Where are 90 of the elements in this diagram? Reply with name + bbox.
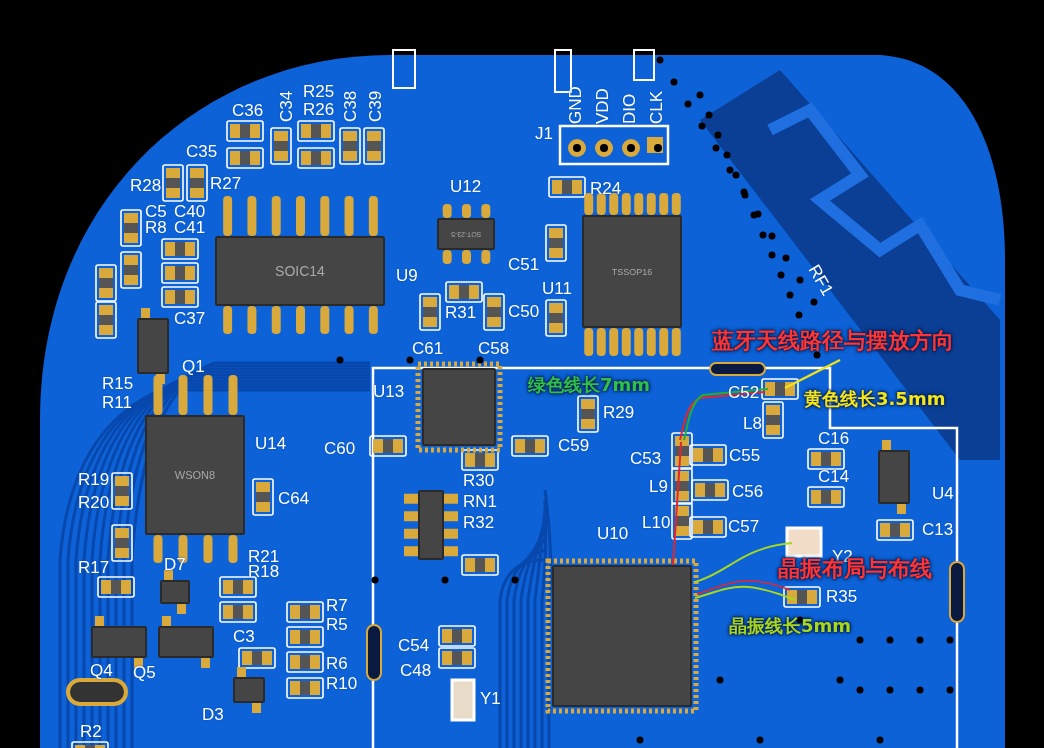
reference-designator: C56: [732, 483, 764, 500]
package-marking: WSON8: [174, 469, 216, 481]
reference-designator: GND: [567, 86, 584, 124]
annotation-text: 蓝牙天线路径与摆放方向: [712, 330, 954, 352]
reference-designator: C60: [324, 440, 356, 457]
reference-designator: DIO: [621, 93, 638, 124]
package-marking: SOIC14: [275, 263, 325, 279]
reference-designator: C35: [186, 143, 218, 160]
reference-designator: C5: [145, 203, 167, 220]
chip-package: [233, 677, 265, 703]
reference-designator: R31: [445, 304, 477, 321]
reference-designator: C13: [922, 521, 954, 538]
reference-designator: VDD: [594, 88, 611, 124]
reference-designator: C64: [278, 490, 310, 507]
reference-designator: Y1: [480, 690, 501, 707]
chip-package: [552, 565, 692, 707]
reference-designator: U12: [450, 178, 482, 195]
reference-designator: C3: [233, 628, 255, 645]
reference-designator: C57: [728, 518, 760, 535]
reference-designator: L8: [743, 415, 762, 432]
reference-designator: R29: [603, 404, 635, 421]
reference-designator: R10: [326, 675, 358, 692]
reference-designator: J1: [535, 125, 553, 142]
reference-designator: Q5: [133, 664, 156, 681]
reference-designator: U4: [932, 485, 954, 502]
chip-package: [158, 626, 214, 658]
reference-designator: L10: [642, 514, 671, 531]
reference-designator: C54: [398, 637, 430, 654]
reference-designator: C50: [508, 303, 540, 320]
chip-package: [418, 490, 444, 560]
chip-package: [422, 368, 496, 446]
reference-designator: C61: [412, 340, 444, 357]
reference-designator: C59: [558, 437, 590, 454]
reference-designator: D3: [202, 706, 224, 723]
package-marking: TSSOP16: [611, 266, 653, 277]
reference-designator: C39: [367, 90, 384, 122]
reference-designator: R18: [248, 563, 280, 580]
reference-designator: CLK: [648, 90, 665, 124]
reference-designator: C34: [278, 90, 295, 122]
reference-designator: R21: [248, 548, 280, 565]
chip-package: [582, 215, 682, 328]
reference-designator: L9: [649, 478, 668, 495]
reference-designator: U14: [255, 435, 287, 452]
annotation-text: 晶振线长5mm: [729, 617, 852, 635]
reference-designator: R25: [303, 83, 335, 100]
reference-designator: R26: [303, 101, 335, 118]
reference-designator: R20: [78, 494, 110, 511]
reference-designator: R24: [590, 180, 622, 197]
reference-designator: R32: [463, 514, 495, 531]
reference-designator: R17: [78, 559, 110, 576]
reference-designator: Q4: [90, 662, 113, 679]
reference-designator: U9: [396, 267, 418, 284]
reference-designator: R5: [326, 616, 348, 633]
reference-designator: R27: [210, 175, 242, 192]
reference-designator: C53: [630, 450, 662, 467]
reference-designator: R11: [102, 394, 132, 411]
reference-designator: R6: [326, 655, 348, 672]
reference-designator: C40: [174, 203, 206, 220]
reference-designator: C58: [478, 340, 510, 357]
reference-designator: C36: [232, 102, 264, 119]
chip-package: [160, 580, 190, 604]
reference-designator: R15: [102, 375, 134, 392]
reference-designator: C55: [729, 447, 761, 464]
reference-designator: Q1: [182, 358, 205, 375]
reference-designator: C51: [508, 256, 540, 273]
chip-package: [137, 318, 169, 374]
reference-designator: C37: [174, 310, 206, 327]
reference-designator: RN1: [463, 493, 497, 510]
reference-designator: R28: [130, 177, 162, 194]
chip-package: [91, 626, 147, 658]
reference-designator: R30: [463, 472, 495, 489]
reference-designator: C38: [342, 90, 359, 122]
reference-designator: U11: [542, 280, 572, 297]
reference-designator: U13: [373, 383, 405, 400]
annotation-text: 绿色线长7mm: [528, 376, 651, 394]
chip-package: [437, 218, 495, 250]
reference-designator: R8: [145, 219, 167, 236]
reference-designator: R7: [326, 597, 348, 614]
reference-designator: R2: [80, 723, 102, 740]
reference-designator: U10: [597, 525, 629, 542]
reference-designator: C14: [818, 468, 850, 485]
reference-designator: C48: [400, 662, 432, 679]
reference-designator: C41: [174, 219, 206, 236]
reference-designator: R35: [826, 588, 858, 605]
chip-package: [145, 415, 245, 535]
reference-designator: C16: [818, 430, 850, 447]
reference-designator: R19: [78, 471, 110, 488]
chip-package: [878, 450, 910, 504]
reference-designator: D7: [164, 556, 186, 573]
chip-package: [215, 236, 385, 306]
